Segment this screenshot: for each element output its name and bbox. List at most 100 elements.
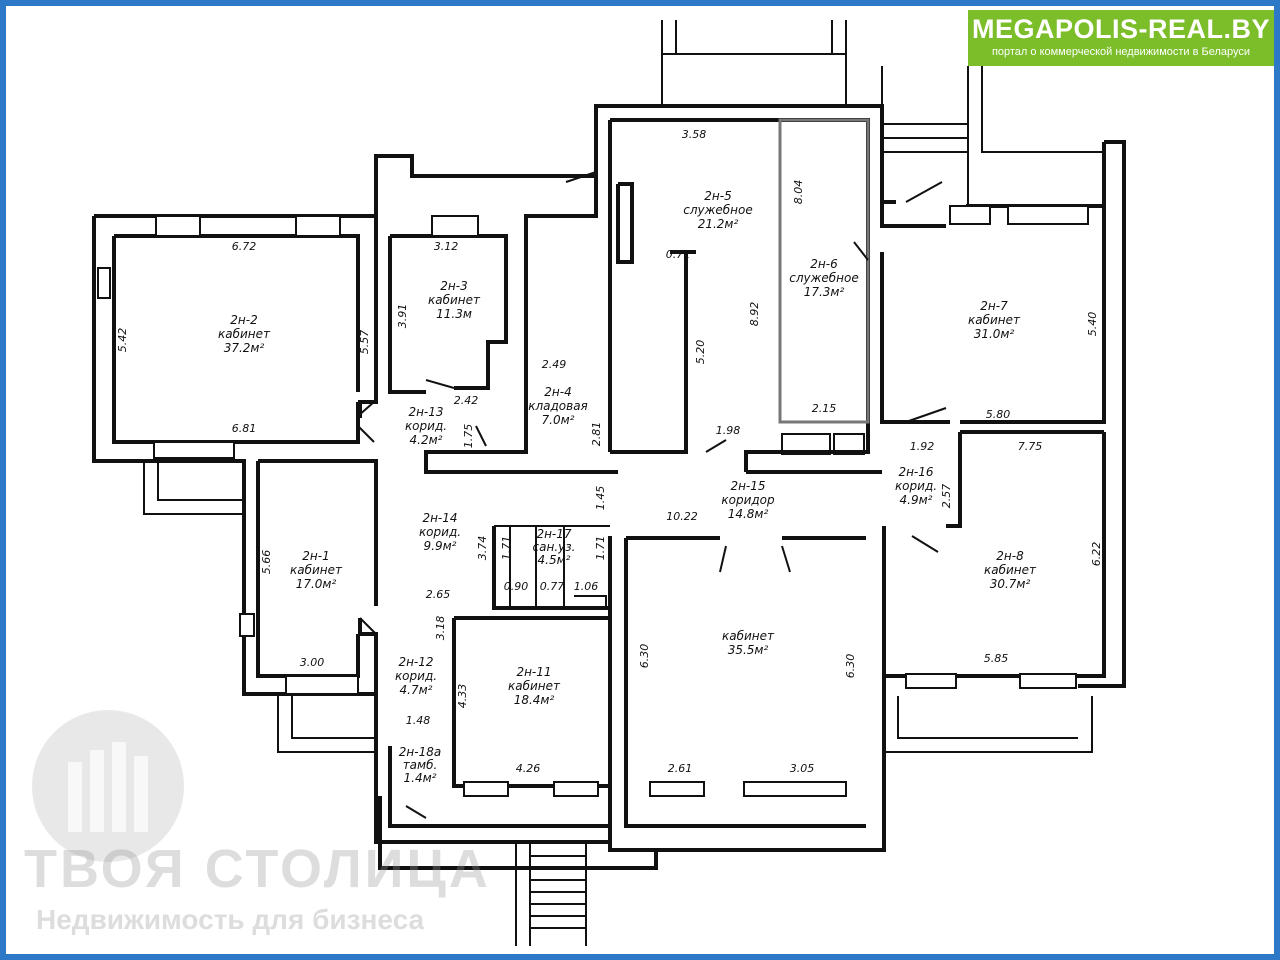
dimension: 5.20 — [694, 340, 707, 365]
room-2n-1: 2н-1 кабинет 17.0м² — [290, 549, 343, 591]
room-id: 2н-14 — [422, 511, 457, 525]
dimension: 4.33 — [456, 684, 469, 709]
room-name: тамб. — [403, 758, 438, 772]
room-id: 2н-18а — [399, 745, 441, 759]
dimension: 4.26 — [516, 762, 541, 775]
dimension: 6.72 — [232, 240, 257, 253]
banner-subtitle: портал о коммерческой недвижимости в Бел… — [991, 46, 1251, 58]
dimension: 8.04 — [792, 180, 805, 205]
dimension: 2.61 — [668, 762, 693, 775]
room-id: 2н-2 — [230, 313, 257, 327]
room-area: 31.0м² — [974, 327, 1015, 341]
dimension: 3.00 — [300, 656, 325, 669]
dimension: 0.77 — [540, 580, 565, 593]
room-area: 37.2м² — [224, 341, 265, 355]
room-2n-8: 2н-8 кабинет 30.7м² — [984, 549, 1037, 591]
room-labels: 2н-2 кабинет 37.2м² 2н-3 кабинет 11.3м 2… — [218, 189, 1037, 785]
room-name: кабинет — [218, 327, 271, 341]
room-area: 30.7м² — [990, 577, 1031, 591]
dimension: 3.12 — [434, 240, 459, 253]
room-name: корид. — [419, 525, 461, 539]
floor-plan-frame: 2н-2 кабинет 37.2м² 2н-3 кабинет 11.3м 2… — [6, 6, 1274, 954]
room-id: 2н-16 — [898, 465, 933, 479]
room-id: 2н-3 — [440, 279, 467, 293]
room-id: 2н-1 — [302, 549, 329, 563]
room-id: 2н-8 — [996, 549, 1024, 563]
dimension: 5.85 — [984, 652, 1009, 665]
room-2n-4: 2н-4 кладовая 7.0м² — [528, 385, 588, 427]
dimension: 2.81 — [590, 422, 603, 447]
dimension: 1.45 — [594, 486, 607, 511]
room-id: 2н-4 — [544, 385, 571, 399]
room-area: 4.5м² — [538, 553, 571, 567]
room-area: 1.4м² — [404, 771, 437, 785]
windows — [97, 205, 1089, 797]
dimension: 6.22 — [1090, 542, 1103, 567]
dimension: 2.49 — [542, 358, 567, 371]
dimension: 10.22 — [666, 510, 698, 523]
balconies — [143, 20, 1104, 946]
room-2n-5: 2н-5 служебное 21.2м² — [683, 189, 753, 231]
room-2n-15: 2н-15 коридор 14.8м² — [721, 479, 775, 521]
watermark-logo — [32, 710, 184, 862]
dimension: 3.05 — [790, 762, 815, 775]
dimension: 0.71 — [666, 248, 691, 261]
room-area: 4.2м² — [410, 433, 443, 447]
room-area: 4.7м² — [400, 683, 433, 697]
room-name: кладовая — [528, 399, 588, 413]
dimension: 6.81 — [232, 422, 257, 435]
dimension: 6.30 — [638, 644, 651, 669]
dimension: 5.40 — [1086, 312, 1099, 337]
dimension: 1.48 — [406, 714, 431, 727]
room-area: 17.0м² — [296, 577, 337, 591]
room-name: корид. — [895, 479, 937, 493]
room-2n-11: 2н-11 кабинет 18.4м² — [508, 665, 561, 707]
room-2n-13: 2н-13 корид. 4.2м² — [405, 405, 447, 447]
site-banner[interactable]: MEGAPOLIS-REAL.BY портал о коммерческой … — [968, 10, 1274, 66]
watermark-title: ТВОЯ СТОЛИЦА — [24, 839, 491, 899]
room-2n-3: 2н-3 кабинет 11.3м — [428, 279, 481, 321]
room-name: корид. — [395, 669, 437, 683]
room-id: 2н-15 — [730, 479, 765, 493]
dimension: 6.30 — [844, 654, 857, 679]
room-2n-18a: 2н-18а тамб. 1.4м² — [399, 745, 441, 785]
dimension: 5.57 — [358, 330, 371, 355]
room-id: 2н-5 — [704, 189, 731, 203]
room-area: 7.0м² — [542, 413, 575, 427]
dimension-labels: 6.72 5.42 5.57 6.81 3.12 3.91 2.49 2.42 … — [116, 128, 1103, 775]
dimension: 5.80 — [986, 408, 1011, 421]
dimension: 1.98 — [716, 424, 741, 437]
room-area: 4.9м² — [900, 493, 933, 507]
dimension: 1.92 — [910, 440, 935, 453]
dimension: 2.15 — [812, 402, 837, 415]
dimension: 1.75 — [462, 424, 475, 449]
dimension: 5.66 — [260, 550, 273, 575]
room-id: 2н-17 — [536, 527, 571, 541]
room-area: 18.4м² — [514, 693, 555, 707]
room-name: кабинет — [722, 629, 775, 643]
room-area: 9.9м² — [424, 539, 457, 553]
room-2n-6: 2н-6 служебное 17.3м² — [789, 257, 859, 299]
dimension: 1.06 — [574, 580, 599, 593]
banner-title: MEGAPOLIS-REAL.BY — [971, 14, 1270, 44]
room-area: 11.3м — [436, 307, 472, 321]
room-2n-7: 2н-7 кабинет 31.0м² — [968, 299, 1021, 341]
room-id: 2н-6 — [810, 257, 838, 271]
doors — [357, 171, 947, 819]
dimension: 3.74 — [476, 536, 489, 561]
room-name: кабинет — [290, 563, 343, 577]
room-2n-14: 2н-14 корид. 9.9м² — [419, 511, 461, 553]
room-area: 17.3м² — [804, 285, 845, 299]
dimension: 8.92 — [748, 302, 761, 327]
room-area: 21.2м² — [698, 217, 739, 231]
dimension: 1.71 — [594, 536, 607, 561]
dimension: 1.71 — [500, 536, 513, 561]
room-2n-12: 2н-12 корид. 4.7м² — [395, 655, 437, 697]
dimension: 7.75 — [1018, 440, 1043, 453]
dimension: 2.57 — [940, 484, 953, 509]
room-2n-17: 2н-17 сан.уз. 4.5м² — [533, 527, 576, 567]
room-name: кабинет — [428, 293, 481, 307]
room-id: 2н-13 — [408, 405, 443, 419]
room-name: кабинет — [968, 313, 1021, 327]
room-area: 14.8м² — [728, 507, 769, 521]
